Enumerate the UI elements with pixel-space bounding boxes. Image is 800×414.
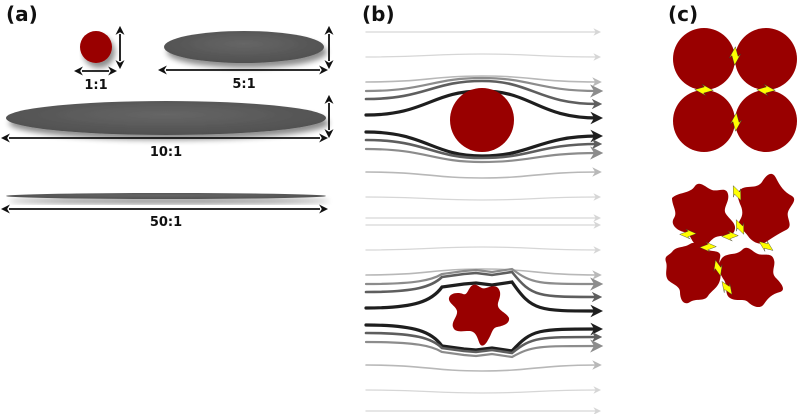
- streamline: [365, 268, 602, 280]
- shape-sphere: 1:1: [73, 25, 125, 93]
- contact-bolt-icon: [756, 84, 776, 96]
- rough-particle-bottom-left: [665, 242, 721, 304]
- ellipse-10-body: [6, 101, 326, 135]
- contact-bolt-icon: [735, 219, 745, 235]
- streamline: [364, 138, 603, 160]
- streamline: [364, 322, 604, 353]
- contact-bolt-icon: [679, 228, 697, 240]
- streamline: [364, 267, 604, 291]
- streamline: [364, 270, 603, 303]
- rough-particle-top-right: [737, 173, 795, 244]
- contact-bolt-icon: [729, 46, 741, 66]
- streamline: [364, 339, 604, 359]
- smooth-sphere-cluster: [673, 28, 797, 152]
- ratio-label-1-1: 1:1: [84, 78, 107, 93]
- sphere-body: [80, 31, 112, 63]
- streamline: [364, 76, 604, 98]
- shape-ellipse-5: 5:1: [157, 25, 334, 92]
- sphere-top-right: [735, 28, 797, 90]
- rough-particle-obstacle: [448, 284, 510, 346]
- contact-bolts-smooth: [694, 46, 776, 132]
- shape-ellipse-50: 50:1: [0, 193, 329, 230]
- ellipse-5-body: [164, 31, 324, 63]
- contact-bolt-icon: [721, 230, 739, 242]
- sphere-bottom-right: [735, 90, 797, 152]
- ratio-label-10-1: 10:1: [150, 145, 182, 160]
- contact-bolt-icon: [758, 240, 774, 252]
- rough-particle-cluster: [665, 173, 795, 308]
- contact-bolt-icon: [721, 281, 733, 295]
- sphere-top-left: [673, 28, 735, 90]
- smooth-sphere-obstacle: [450, 88, 514, 152]
- shape-ellipse-10: 10:1: [0, 94, 334, 160]
- panel-c: (c): [665, 2, 797, 308]
- streamline: [365, 386, 602, 394]
- contact-bolt-icon: [732, 185, 742, 201]
- streamline: [364, 79, 603, 110]
- streamline: [365, 193, 602, 201]
- streamline: [365, 53, 602, 61]
- ratio-label-5-1: 5:1: [232, 77, 255, 92]
- panel-a-label: (a): [6, 2, 38, 26]
- panel-b-label: (b): [362, 2, 395, 26]
- streamline: [365, 75, 602, 87]
- panel-a: (a) 1:1 5:1 10:1 50:1: [0, 2, 334, 230]
- streamline: [364, 129, 604, 158]
- contact-bolt-icon: [699, 241, 717, 253]
- streamline: [365, 246, 602, 254]
- contact-bolt-icon: [694, 84, 714, 96]
- panel-c-label: (c): [668, 2, 698, 26]
- streamlines-bottom: [364, 221, 604, 414]
- panel-b: (b): [362, 2, 604, 414]
- contact-bolt-icon: [730, 112, 742, 132]
- streamline: [364, 146, 604, 164]
- streamline: [364, 331, 603, 355]
- rough-particle-bottom-right: [718, 247, 783, 308]
- ratio-label-50-1: 50:1: [150, 215, 182, 230]
- sphere-bottom-left: [673, 90, 735, 152]
- streamline: [365, 167, 602, 179]
- streamline: [365, 360, 602, 372]
- contact-bolt-icon: [713, 259, 723, 277]
- streamline: [364, 280, 604, 318]
- contact-bolts-rough: [679, 185, 774, 295]
- ellipse-50-body: [6, 193, 326, 199]
